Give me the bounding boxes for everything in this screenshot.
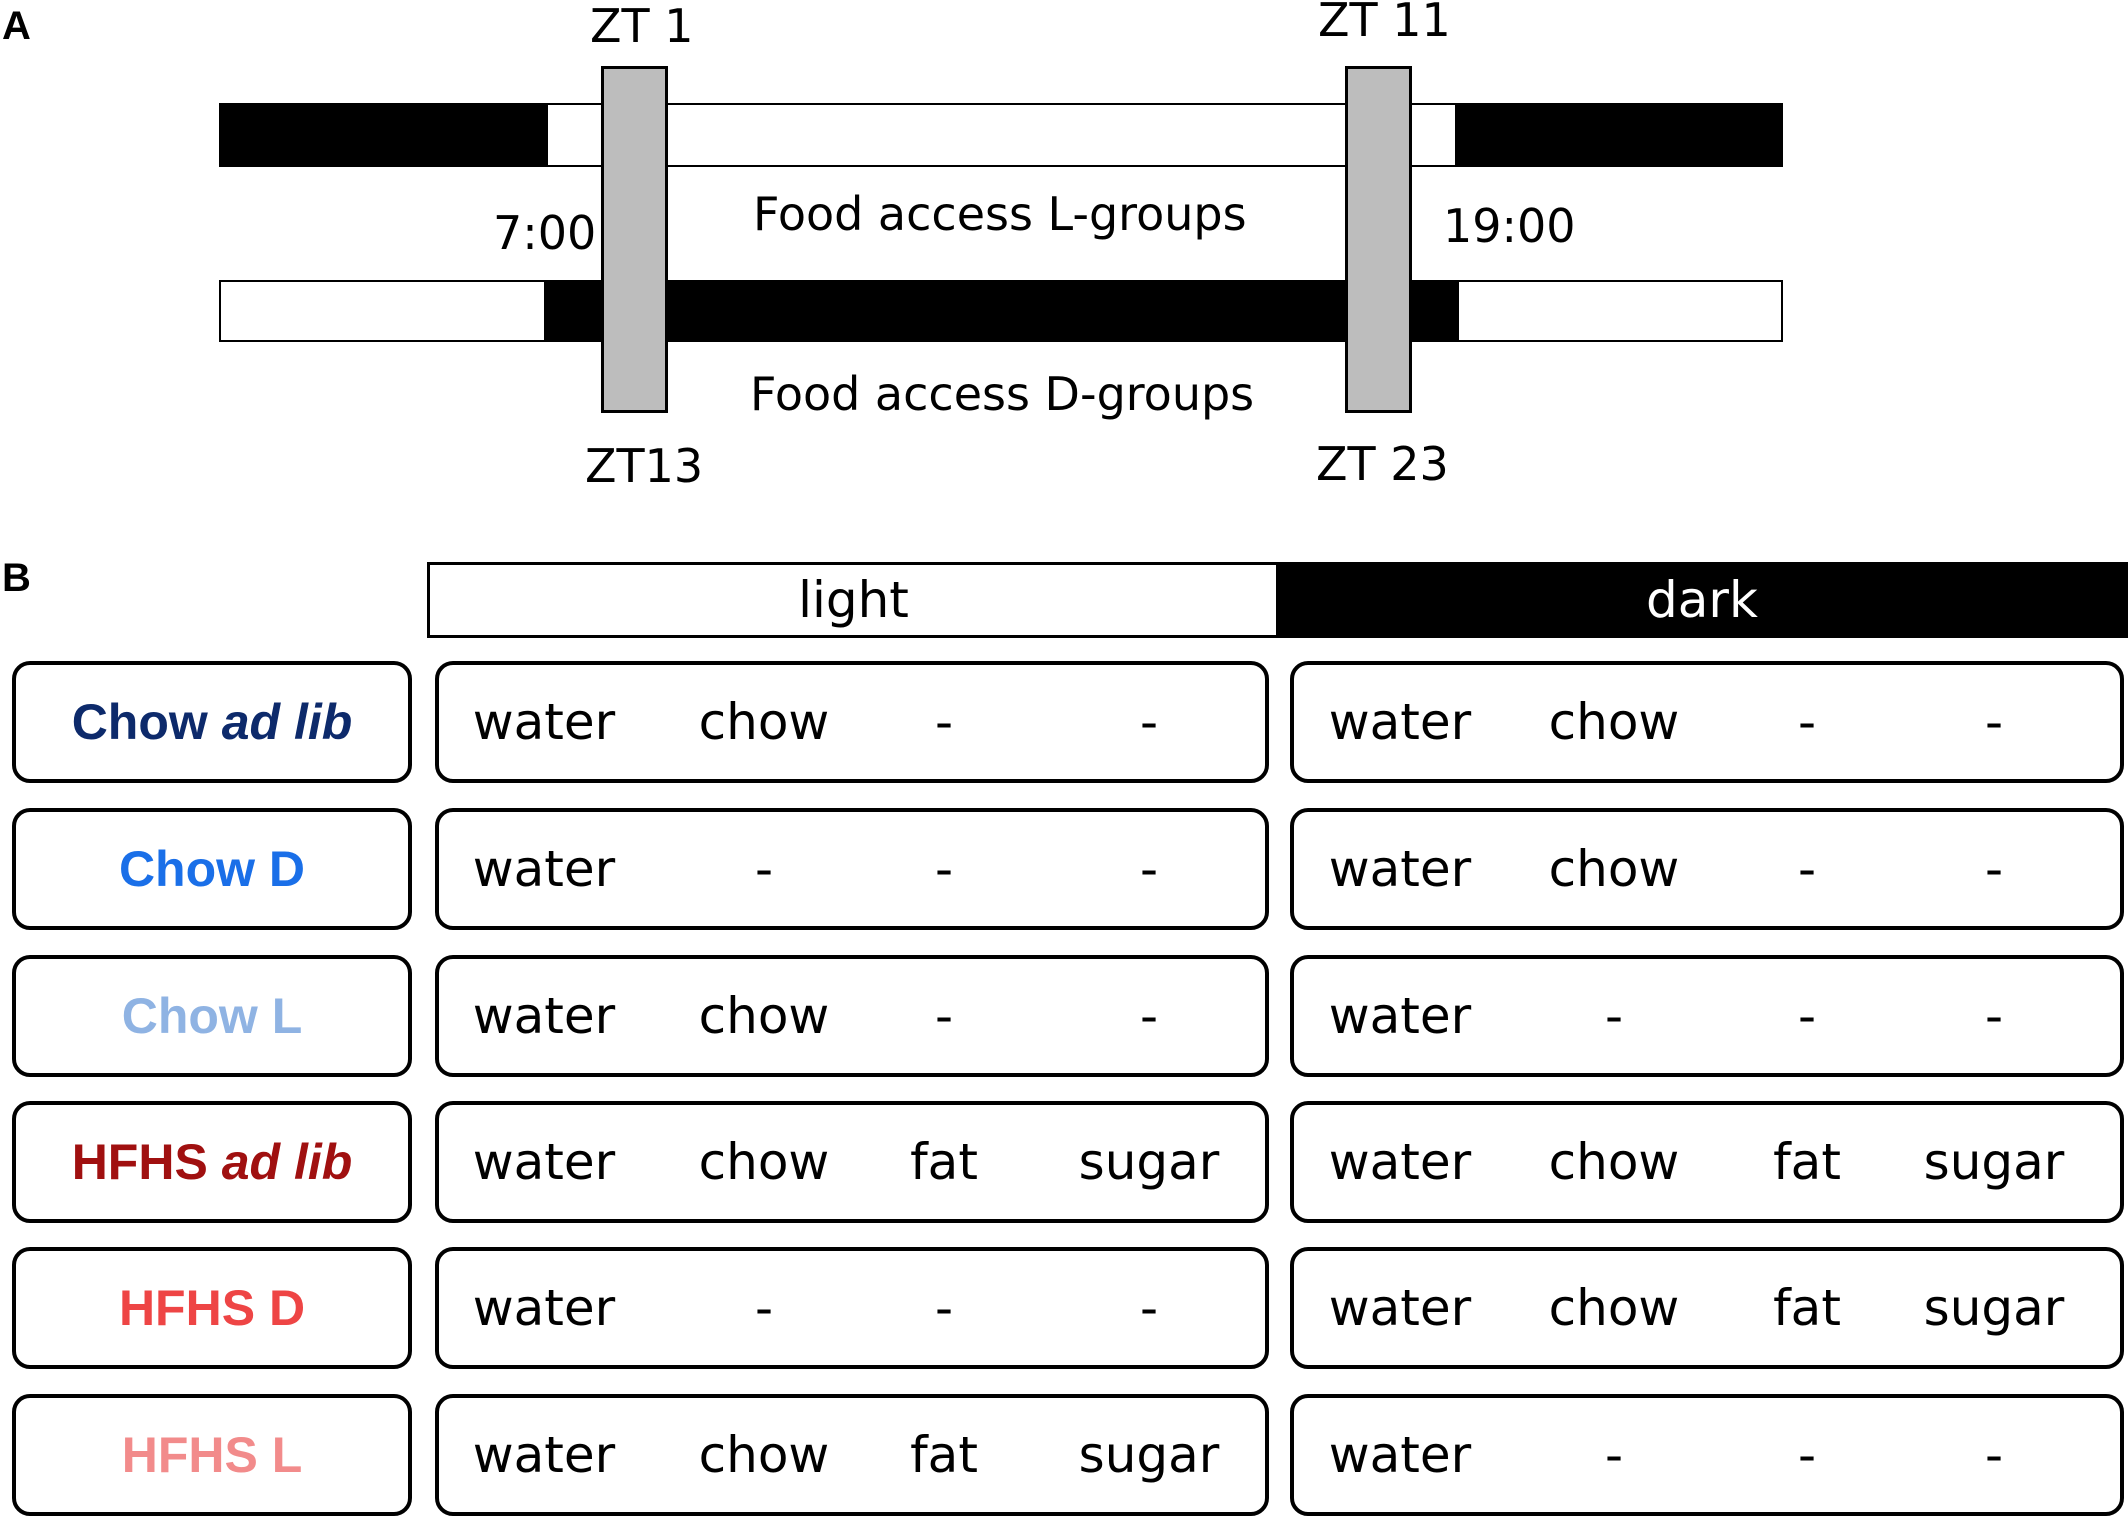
light-item: water: [472, 1133, 616, 1191]
light-item: fat: [910, 1133, 978, 1191]
group-label-box: HFHS D: [12, 1247, 412, 1369]
timeline-top-dark-left: [219, 103, 549, 167]
dark-period-box: water chow - -: [1290, 808, 2124, 930]
dark-item: -: [1797, 987, 1817, 1045]
group-name: HFHS: [71, 1134, 208, 1190]
dark-item: water: [1328, 693, 1472, 751]
light-item: chow: [698, 693, 830, 751]
light-item: -: [1139, 987, 1159, 1045]
dark-item: chow: [1548, 693, 1680, 751]
zt-column-right: [1345, 66, 1412, 413]
group-name-italic: ad lib: [221, 694, 353, 750]
light-item: chow: [698, 1426, 830, 1484]
light-header: light: [427, 562, 1280, 638]
group-name: HFHS L: [121, 1427, 303, 1483]
dark-header-label: dark: [1646, 571, 1758, 629]
light-item: chow: [698, 987, 830, 1045]
end-time-label: 19:00: [1443, 199, 1576, 253]
light-item: -: [754, 1279, 774, 1337]
dark-item: -: [1797, 693, 1817, 751]
light-period-box: water chow fat sugar: [435, 1101, 1269, 1223]
dark-item: fat: [1773, 1279, 1841, 1337]
dark-item: -: [1984, 693, 2004, 751]
dark-item: sugar: [1923, 1133, 2065, 1191]
light-item: sugar: [1078, 1426, 1220, 1484]
group-name: HFHS D: [118, 1280, 306, 1336]
light-item: -: [934, 693, 954, 751]
light-period-box: water - - -: [435, 1247, 1269, 1369]
light-period-box: water chow - -: [435, 661, 1269, 783]
light-item: sugar: [1078, 1133, 1220, 1191]
timeline-bottom-light-right: [1457, 280, 1783, 342]
dark-item: fat: [1773, 1133, 1841, 1191]
light-header-label: light: [798, 571, 909, 629]
light-item: -: [1139, 840, 1159, 898]
food-access-d-label: Food access D-groups: [750, 367, 1255, 421]
zt13-label: ZT13: [585, 439, 704, 493]
dark-item: chow: [1548, 1133, 1680, 1191]
light-item: water: [472, 1279, 616, 1337]
dark-item: -: [1797, 840, 1817, 898]
dark-item: -: [1984, 987, 2004, 1045]
group-name: Chow: [71, 694, 208, 750]
dark-item: chow: [1548, 1279, 1680, 1337]
light-item: water: [472, 1426, 616, 1484]
light-item: -: [1139, 693, 1159, 751]
start-time-label: 7:00: [493, 206, 597, 260]
group-label-box: Chow L: [12, 955, 412, 1077]
dark-item: sugar: [1923, 1279, 2065, 1337]
timeline-bottom-light-left: [219, 280, 547, 342]
light-item: chow: [698, 1133, 830, 1191]
light-item: -: [754, 840, 774, 898]
dark-item: water: [1328, 840, 1472, 898]
light-item: water: [472, 693, 616, 751]
light-item: water: [472, 840, 616, 898]
group-label-box: Chow D: [12, 808, 412, 930]
group-name: Chow D: [118, 841, 306, 897]
dark-item: water: [1328, 987, 1472, 1045]
dark-period-box: water chow fat sugar: [1290, 1247, 2124, 1369]
light-item: -: [1139, 1279, 1159, 1337]
dark-item: -: [1797, 1426, 1817, 1484]
light-item: -: [934, 840, 954, 898]
dark-item: chow: [1548, 840, 1680, 898]
group-label-box: HFHS L: [12, 1394, 412, 1516]
panel-b-letter: B: [2, 556, 31, 600]
group-label-box: Chow ad lib: [12, 661, 412, 783]
dark-item: -: [1604, 987, 1624, 1045]
light-period-box: water chow - -: [435, 955, 1269, 1077]
dark-item: water: [1328, 1426, 1472, 1484]
zt1-label: ZT 1: [590, 0, 694, 53]
light-period-box: water chow fat sugar: [435, 1394, 1269, 1516]
light-item: fat: [910, 1426, 978, 1484]
food-access-l-label: Food access L-groups: [753, 187, 1247, 241]
timeline-top-light: [546, 103, 1458, 167]
group-name-italic: ad lib: [221, 1134, 353, 1190]
dark-item: -: [1984, 1426, 2004, 1484]
group-label-box: HFHS ad lib: [12, 1101, 412, 1223]
zt23-label: ZT 23: [1316, 437, 1449, 491]
dark-period-box: water chow fat sugar: [1290, 1101, 2124, 1223]
light-item: water: [472, 987, 616, 1045]
panel-a-letter: A: [2, 4, 31, 48]
dark-period-box: water chow - -: [1290, 661, 2124, 783]
group-name: Chow L: [121, 988, 303, 1044]
timeline-bottom-dark: [544, 280, 1460, 342]
zt11-label: ZT 11: [1318, 0, 1451, 47]
timeline-top-dark-right: [1455, 103, 1783, 167]
dark-item: -: [1604, 1426, 1624, 1484]
dark-item: water: [1328, 1279, 1472, 1337]
dark-period-box: water - - -: [1290, 955, 2124, 1077]
dark-period-box: water - - -: [1290, 1394, 2124, 1516]
light-item: -: [934, 1279, 954, 1337]
light-period-box: water - - -: [435, 808, 1269, 930]
dark-item: water: [1328, 1133, 1472, 1191]
dark-item: -: [1984, 840, 2004, 898]
dark-header: dark: [1276, 562, 2128, 638]
zt-column-left: [601, 66, 668, 413]
light-item: -: [934, 987, 954, 1045]
